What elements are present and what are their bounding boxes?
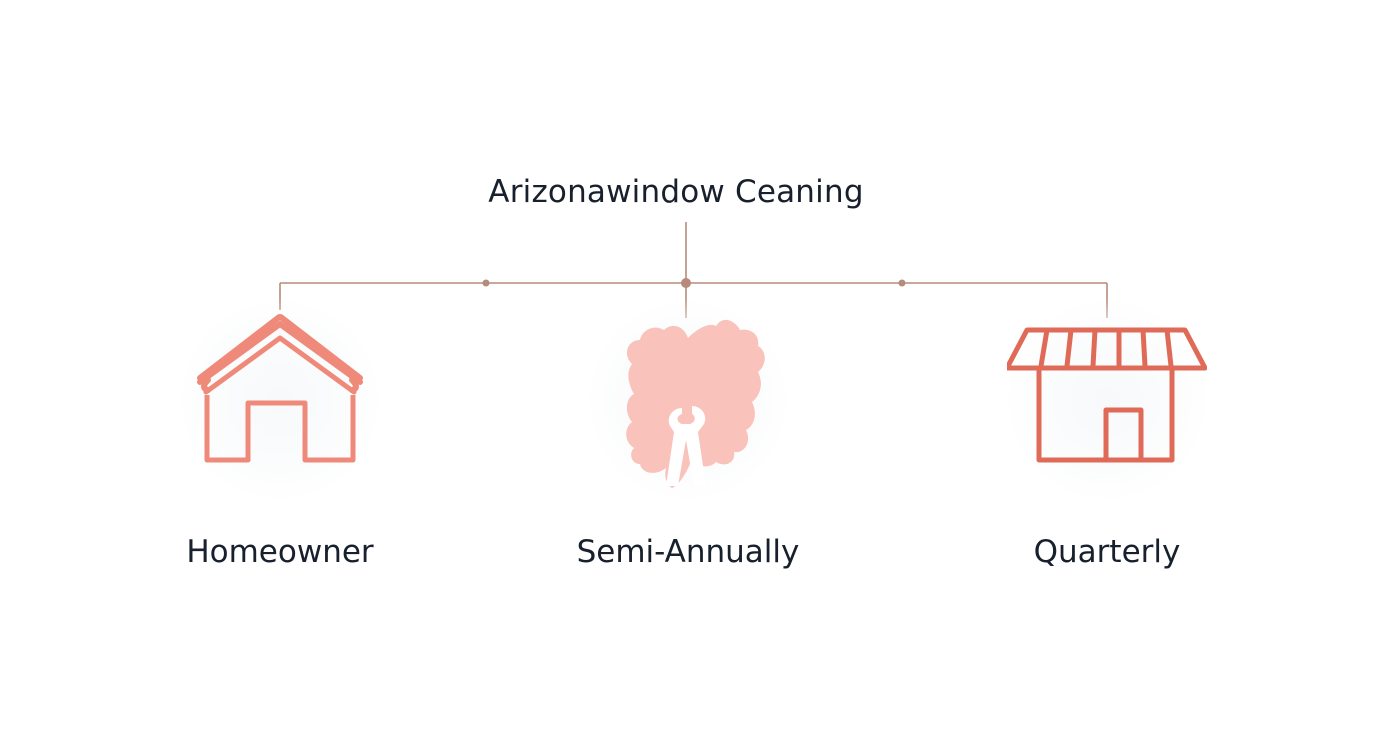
wrench-splash-icon <box>626 319 765 488</box>
node-label-semi-annually: Semi-Annually <box>576 534 800 570</box>
junction-dot-right <box>898 279 906 287</box>
house-icon <box>197 314 363 463</box>
node-label-homeowner: Homeowner <box>186 534 374 570</box>
junction-dot-left <box>482 279 490 287</box>
node-quarterly: Quarterly <box>947 290 1267 610</box>
node-label-quarterly: Quarterly <box>1033 534 1181 570</box>
diagram-title: Arizonawindow Ceaning <box>488 174 864 210</box>
node-homeowner: Homeowner <box>120 290 440 610</box>
icon-halo <box>180 300 380 500</box>
node-semi-annually: Semi-Annually <box>528 290 848 610</box>
storefront-icon <box>1007 327 1207 463</box>
junction-dot-center <box>681 278 691 288</box>
